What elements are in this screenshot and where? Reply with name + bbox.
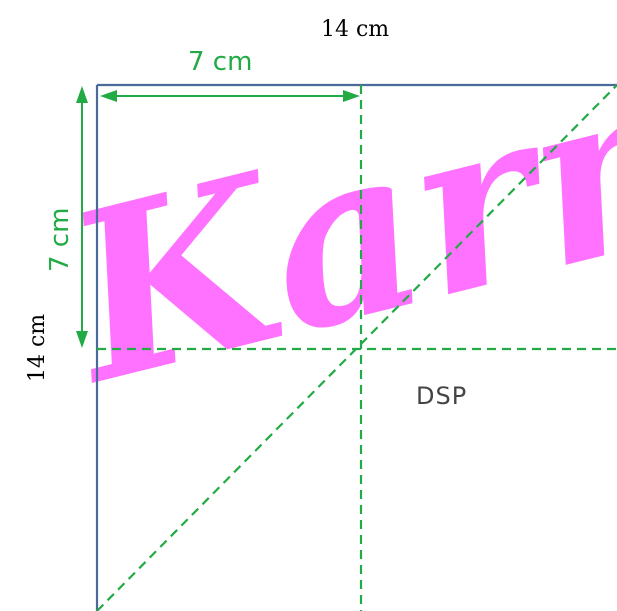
inner-height-label: 7 cm <box>45 208 75 272</box>
diagonal-fold-line <box>96 84 617 611</box>
outer-height-label: 14 cm <box>25 314 50 382</box>
inner-width-label: 7 cm <box>188 47 252 77</box>
vertical-dimension-arrow <box>76 86 88 348</box>
outer-width-label: 14 cm <box>321 17 389 42</box>
watermark: Karm <box>39 1 617 437</box>
horizontal-dimension-arrow <box>100 90 360 102</box>
center-label: DSP <box>416 382 467 410</box>
svg-text:Karm: Karm <box>39 1 617 437</box>
